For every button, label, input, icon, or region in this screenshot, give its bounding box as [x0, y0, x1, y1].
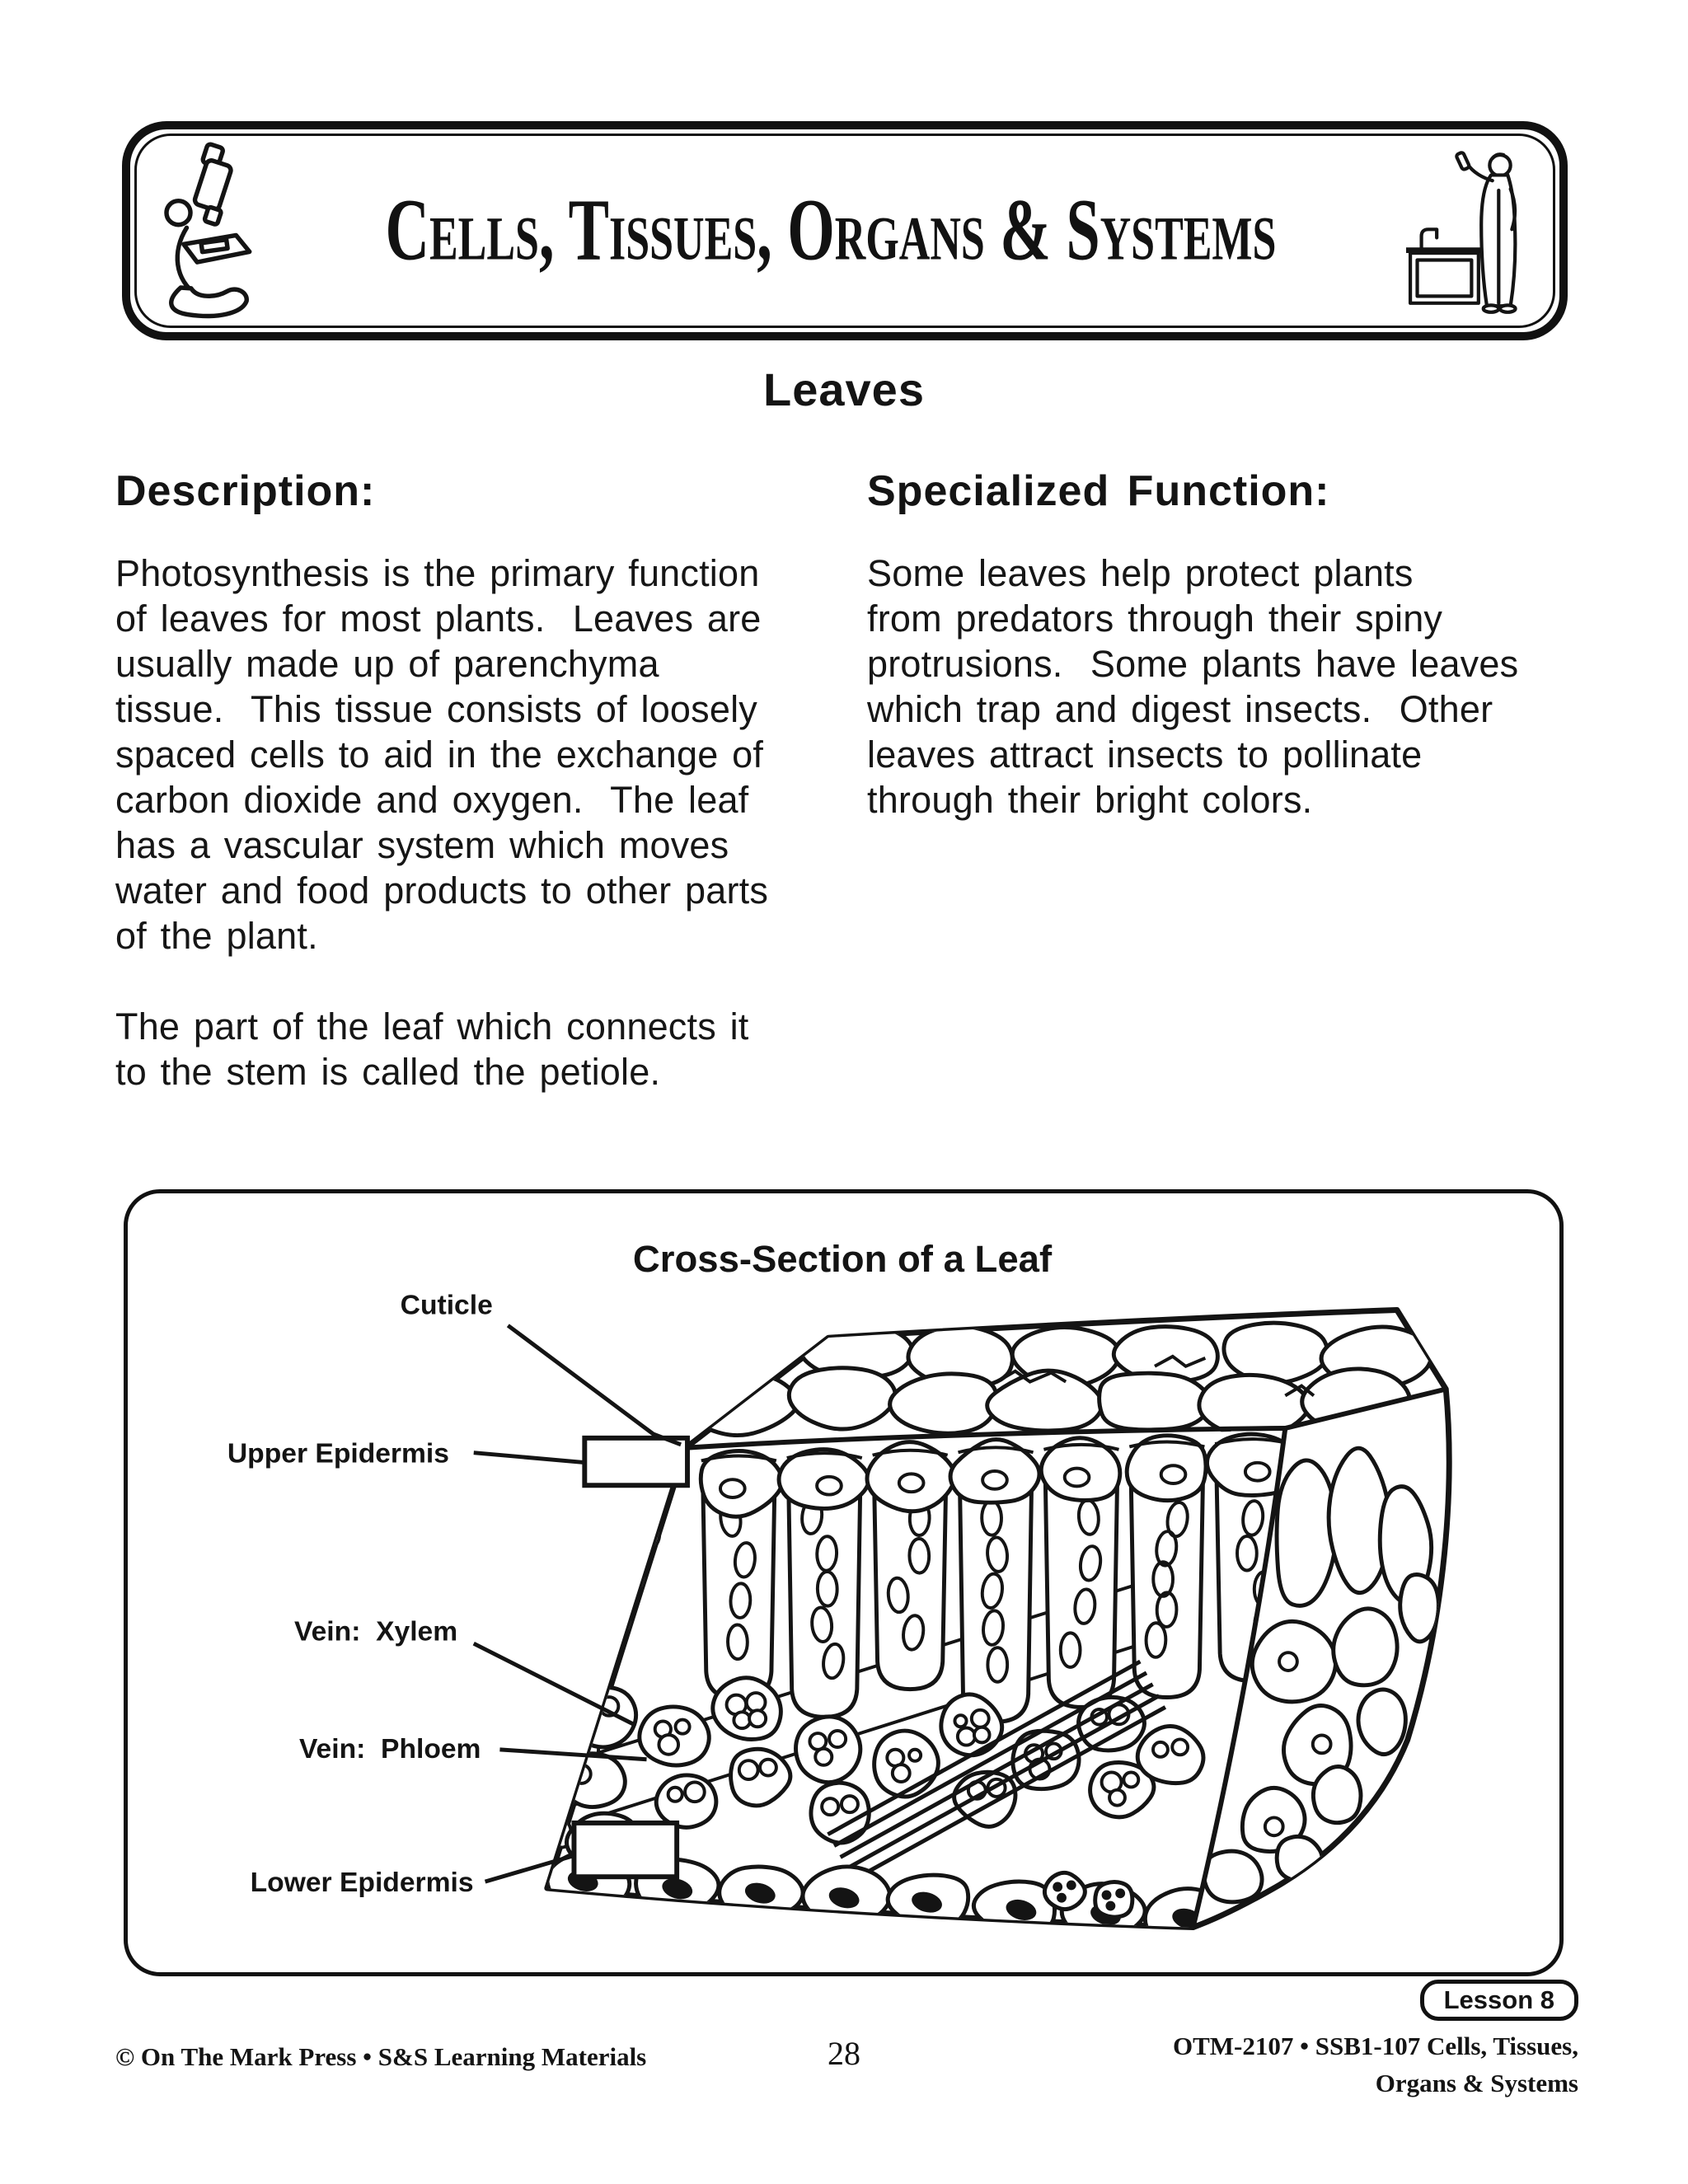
top-surface-cells	[686, 1320, 1433, 1441]
leaf-cross-section-illustration: Cross-Section of a Leaf Cuticle Upper Ep…	[227, 1238, 1452, 1931]
banner-title: Cells, Tissues, Organs & Systems	[385, 180, 1277, 279]
cuticle-leader-line	[506, 1324, 682, 1447]
upper-epidermis-label: Upper Epidermis	[227, 1439, 449, 1469]
upper-epidermis-cells	[698, 1432, 1286, 1519]
description-paragraph-1: Photosynthesis is the primary function o…	[115, 552, 769, 957]
palisade-cells	[701, 1481, 1286, 1724]
specialized-function-paragraph: Some leaves help protect plants from pre…	[867, 552, 1519, 821]
vein-phloem-leader-line	[499, 1747, 647, 1762]
diagram-title: Cross-Section of a Leaf	[633, 1238, 1053, 1280]
description-paragraph-2: The part of the leaf which connects it t…	[115, 1005, 749, 1093]
footer-code-line2: Organs & Systems	[1375, 2069, 1578, 2097]
specialized-function-heading: Specialized Function:	[867, 467, 1330, 515]
footer-publisher: © On The Mark Press • S&S Learning Mater…	[115, 2042, 647, 2071]
scientist-icon	[1406, 151, 1517, 314]
vein-xylem-label: Vein: Xylem	[294, 1616, 457, 1647]
title-banner: Cells, Tissues, Organs & Systems	[122, 121, 1568, 340]
vein-phloem-label: Vein: Phloem	[299, 1734, 481, 1765]
spongy-cells	[561, 1675, 1206, 1871]
description-heading: Description:	[115, 467, 376, 515]
vein-fibers	[827, 1659, 1167, 1882]
upper-epidermis-leader-line	[473, 1451, 585, 1465]
front-face-cells	[546, 1432, 1286, 1928]
footer-code-line1: OTM-2107 • SSB1-107 Cells, Tissues,	[1172, 2032, 1578, 2060]
diagram-box: Cross-Section of a Leaf Cuticle Upper Ep…	[124, 1189, 1564, 1976]
footer-right-block: Lesson 8 OTM-2107 • SSB1-107 Cells, Tiss…	[1173, 1980, 1578, 2102]
page-number: 28	[828, 2035, 860, 2072]
lower-epidermis-label: Lower Epidermis	[251, 1868, 474, 1898]
lesson-badge: Lesson 8	[1419, 1980, 1578, 2021]
lower-epidermis-callout-box	[571, 1820, 680, 1880]
lower-epidermis-leader-line	[484, 1854, 575, 1884]
vein-xylem-leader-line	[472, 1642, 636, 1727]
cuticle-label: Cuticle	[401, 1290, 493, 1320]
upper-epidermis-callout-box	[582, 1435, 690, 1488]
right-face-cells	[1201, 1446, 1441, 1905]
microscope-icon	[164, 142, 252, 319]
page-title: Leaves	[763, 363, 925, 415]
title-banner-border: Cells, Tissues, Organs & Systems	[134, 134, 1555, 328]
leaf-block-art	[544, 1307, 1452, 1931]
